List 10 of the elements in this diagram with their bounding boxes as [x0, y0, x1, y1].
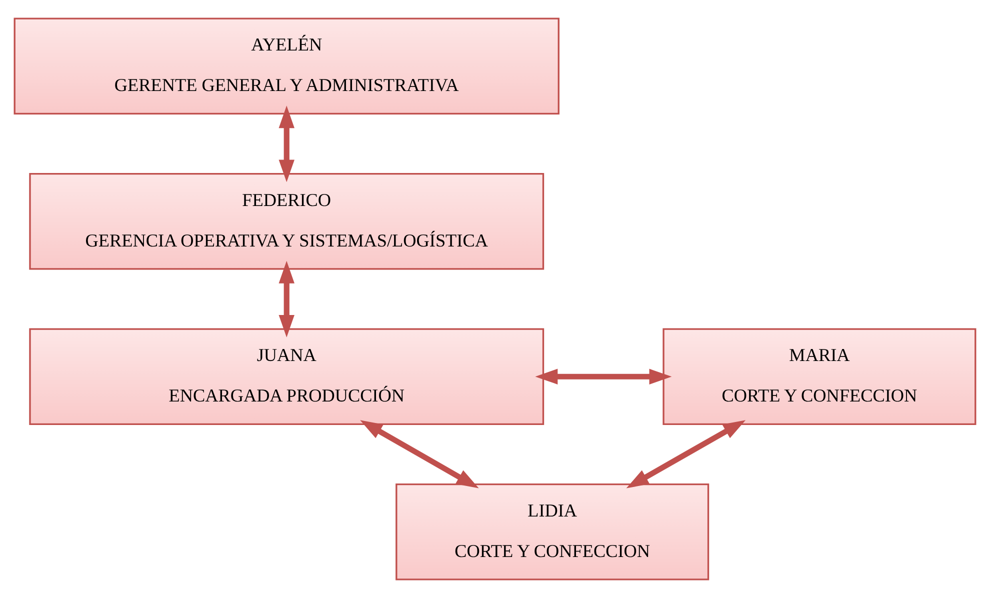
node-box: FEDERICO GERENCIA OPERATIVA Y SISTEMAS/LOGÍSTICA [28, 172, 544, 270]
node-box: LIDIA CORTE Y CONFECCION [395, 482, 709, 580]
arrow [360, 420, 478, 488]
node-box: JUANA ENCARGADA PRODUCCIÓN [28, 328, 544, 424]
arrow [626, 420, 746, 488]
node-box: AYELÉN GERENTE GENERAL Y ADMINISTRATIVA [13, 17, 559, 114]
arrow [534, 368, 672, 384]
node-box: MARIA CORTE Y CONFECCION [662, 328, 976, 424]
arrow [278, 105, 294, 182]
arrow [278, 260, 294, 337]
